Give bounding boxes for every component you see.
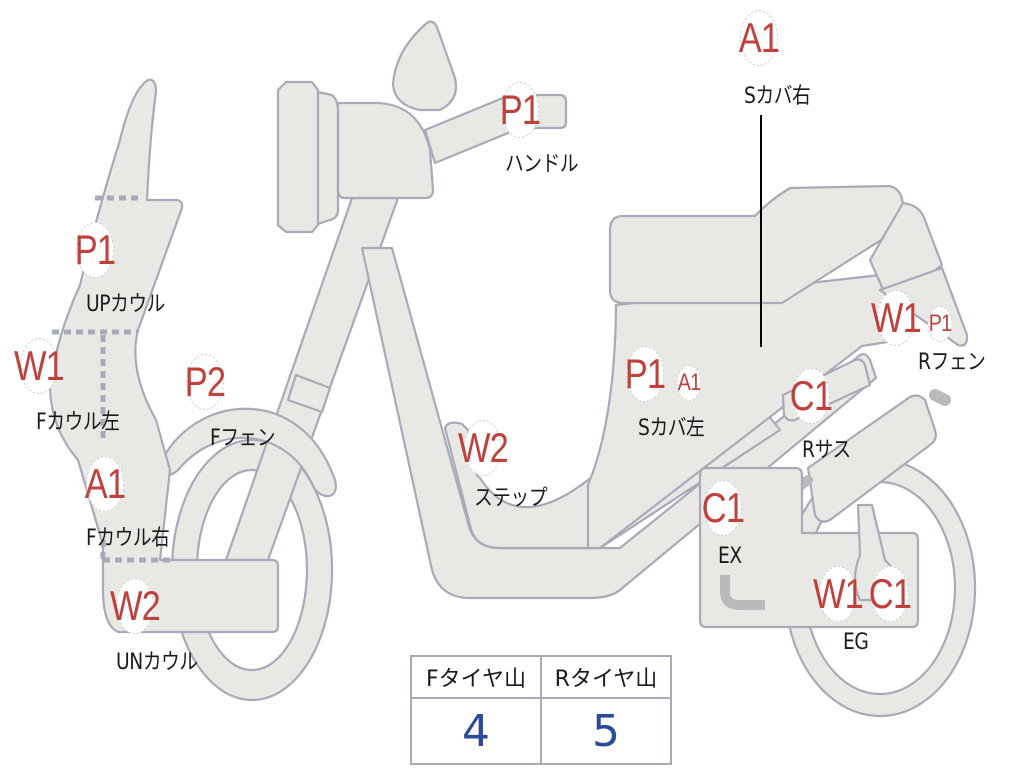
badge-scover-right-a1: A1 (739, 10, 780, 66)
front-fender (158, 407, 337, 498)
muffler-end (929, 389, 951, 406)
label-eg: EG (843, 630, 869, 655)
label-handle: ハンドル (505, 152, 579, 177)
rear-tire-tread-value: 5 (540, 697, 672, 765)
label-ex: EX (718, 544, 742, 569)
exhaust-bend (720, 575, 765, 610)
badge-eg-w1: W1 (813, 566, 864, 622)
label-fcowl-right: Fカウル右 (86, 526, 170, 551)
badge-rsus-c1: C1 (790, 368, 833, 424)
badge-ffender-p2: P2 (185, 354, 226, 410)
scover-right-leader-line (760, 115, 762, 347)
headlight-rim (316, 90, 340, 226)
muffler (806, 394, 937, 523)
side-cover (586, 273, 922, 550)
front-tire-tread-value: 4 (410, 697, 542, 765)
fork-collar (286, 373, 332, 414)
label-rfender: Rフェン (918, 350, 986, 375)
badge-fcowl-left-w1: W1 (14, 338, 65, 394)
badge-fcowl-right-a1: A1 (85, 456, 126, 512)
headlight (276, 80, 320, 234)
mirror (391, 20, 458, 112)
badge-step-w2: W2 (458, 420, 509, 476)
rear-tire-tread-header: Rタイヤ山 (540, 655, 672, 699)
badge-eg-c1: C1 (869, 566, 912, 622)
tire-table-header-row: Fタイヤ山 Rタイヤ山 (410, 655, 672, 699)
badge-uncowl-w2: W2 (110, 578, 161, 634)
label-scover-left: Sカバ左 (638, 416, 705, 441)
badge-rfender-w1: W1 (871, 290, 922, 346)
label-step: ステップ (474, 486, 548, 511)
tire-tread-table: Fタイヤ山 Rタイヤ山 4 5 (410, 655, 672, 765)
tire-table-value-row: 4 5 (410, 697, 672, 765)
label-scover-right: Sカバ右 (744, 84, 811, 109)
label-ffender: Fフェン (210, 426, 276, 451)
badge-handle-p1: P1 (500, 82, 541, 138)
front-wheel (171, 438, 334, 702)
label-uncowl: UNカウル (116, 650, 198, 675)
front-tire-tread-header: Fタイヤ山 (410, 655, 542, 699)
badge-scover-left-a1: A1 (676, 365, 702, 401)
badge-ex-c1: C1 (702, 480, 745, 536)
label-rsus: Rサス (802, 438, 851, 463)
front-head-body (336, 101, 435, 200)
label-upcowl: UPカウル (86, 292, 165, 317)
label-fcowl-left: Fカウル左 (36, 410, 120, 435)
badge-rfender-p1: P1 (927, 306, 953, 342)
badge-upcowl-p1: P1 (75, 222, 116, 278)
badge-scover-left-p1: P1 (625, 346, 666, 402)
